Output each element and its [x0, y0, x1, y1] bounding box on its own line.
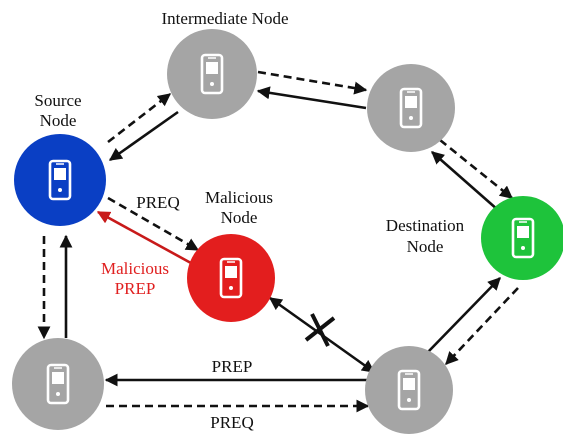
- preq-arrow-source-to-intermediate: [107, 92, 172, 144]
- prep-label-bottom: PREP: [212, 357, 253, 376]
- source-node: [14, 134, 106, 226]
- phone-icon: [200, 53, 224, 95]
- destination-node: [481, 196, 563, 280]
- preq-arrow-source-to-malicious: [107, 196, 200, 252]
- prep-arrow-bottomright-to-destination: [427, 277, 501, 353]
- blocked-x-icon: [304, 313, 336, 347]
- preq-arrow-topright-to-destination: [439, 138, 514, 200]
- preq-arrow-intermediate-to-topright: [257, 70, 368, 95]
- malicious-prep-label-line2: PREP: [115, 279, 156, 298]
- prep-arrow-topright-to-intermediate: [256, 86, 367, 110]
- malicious-prep-arrow: [96, 210, 201, 270]
- bottomleft-node: [12, 338, 104, 430]
- phone-icon: [397, 369, 421, 411]
- intermediate-node-label: Intermediate Node: [162, 9, 289, 28]
- phone-icon: [399, 87, 423, 129]
- prep-arrow-intermediate-to-source: [108, 110, 179, 162]
- phone-icon: [48, 159, 72, 201]
- source-node-label-line1: Source: [34, 91, 81, 110]
- preq-arrow-destination-to-bottomright: [445, 287, 519, 365]
- topright-node: [367, 64, 455, 152]
- prep-arrow-destination-to-topright: [431, 151, 499, 211]
- phone-icon: [46, 363, 70, 405]
- phone-icon: [219, 257, 243, 299]
- destination-node-label-line2: Node: [407, 237, 444, 256]
- malicious-node-label-line2: Node: [221, 208, 258, 227]
- source-node-label-line2: Node: [40, 111, 77, 130]
- bottomright-node: [365, 346, 453, 434]
- malicious-node: [187, 234, 275, 322]
- malicious-node-label-line1: Malicious: [205, 188, 273, 207]
- destination-node-label-line1: Destination: [386, 216, 465, 235]
- intermediate-node: [167, 29, 257, 119]
- malicious-prep-label-line1: Malicious: [101, 259, 169, 278]
- phone-icon: [511, 217, 535, 259]
- preq-label-bottom: PREQ: [210, 413, 253, 432]
- preq-label-source-malicious: PREQ: [136, 193, 179, 212]
